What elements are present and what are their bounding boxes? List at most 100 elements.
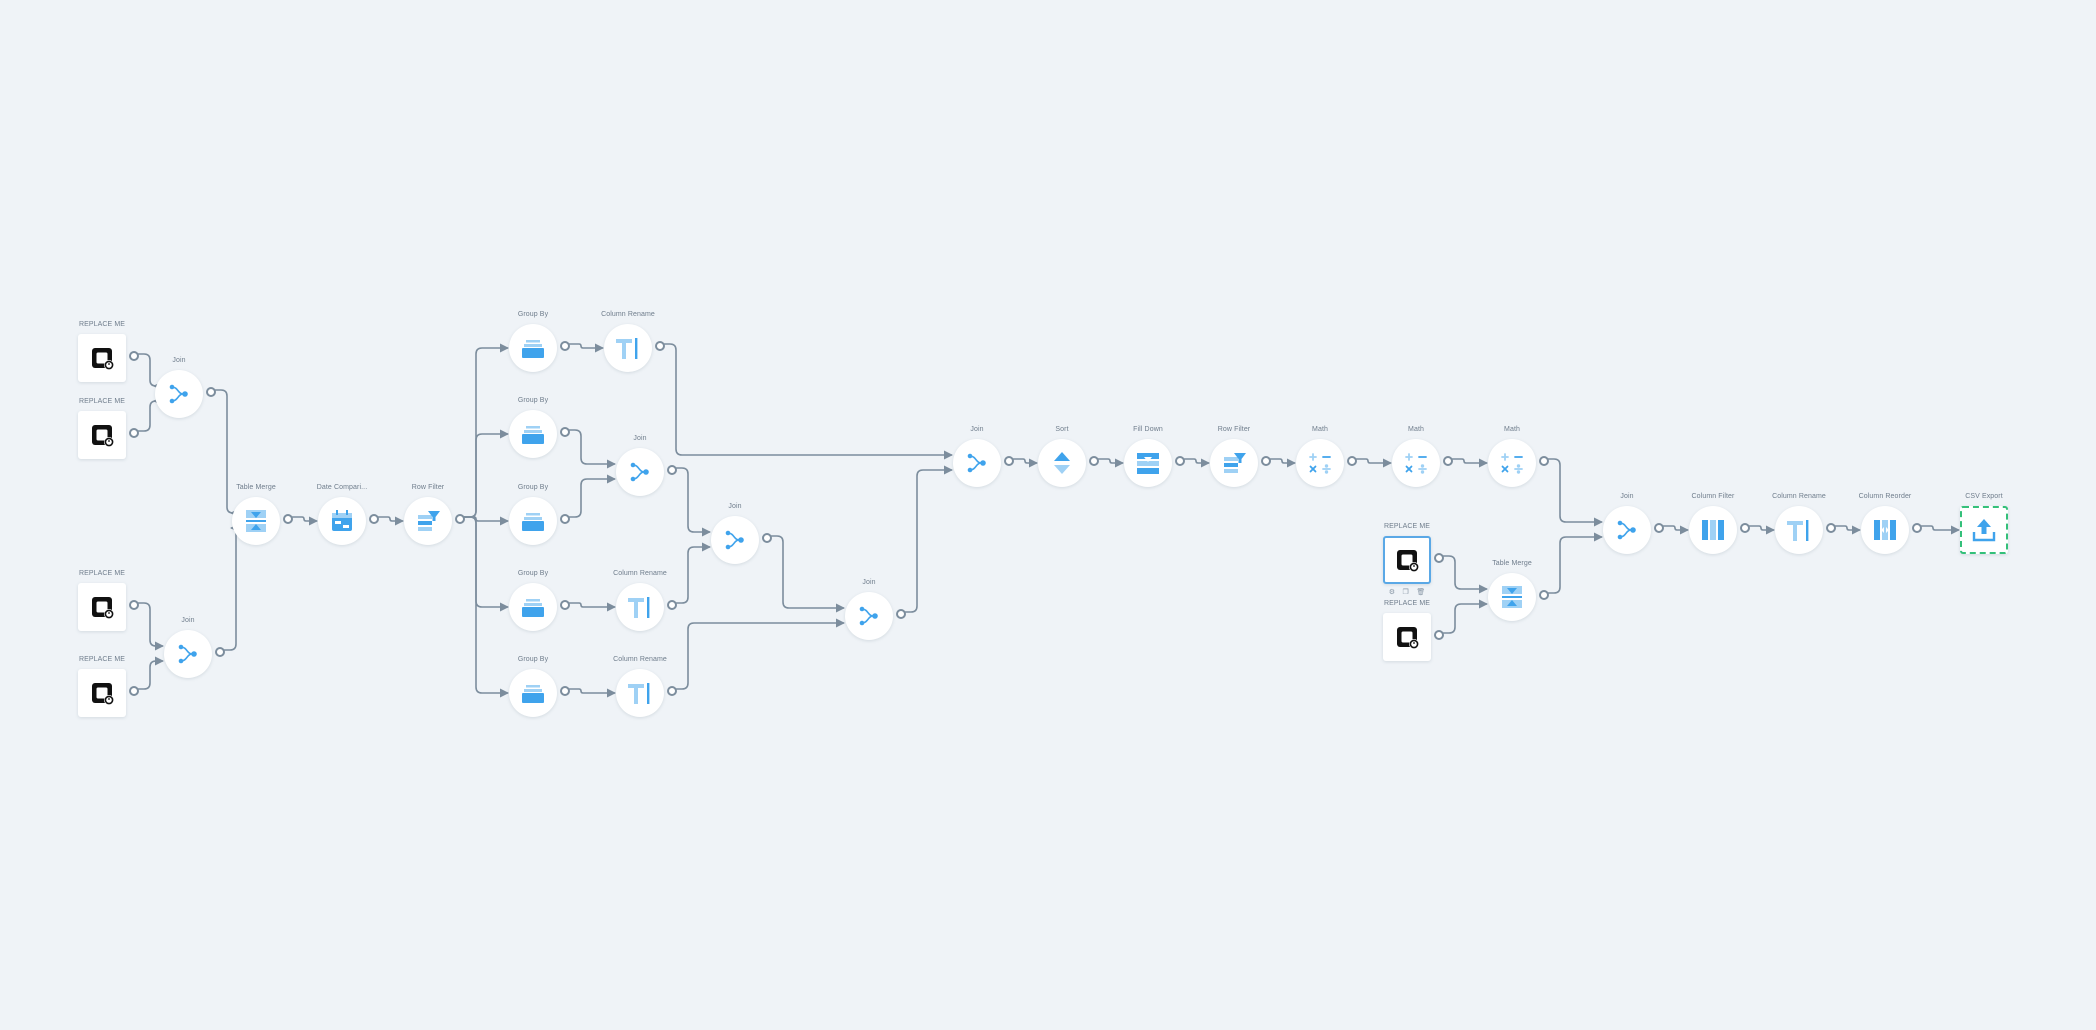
edge-n32-n33[interactable] bbox=[1749, 525, 1775, 535]
output-port[interactable] bbox=[206, 387, 216, 397]
node-math[interactable]: Math bbox=[1392, 426, 1453, 487]
edge-n22-n23[interactable] bbox=[1098, 458, 1124, 468]
edge-n12-n14[interactable] bbox=[569, 429, 616, 469]
output-port[interactable] bbox=[1004, 456, 1014, 466]
output-port[interactable] bbox=[667, 465, 677, 475]
node-group-by[interactable]: Group By bbox=[509, 397, 570, 458]
edge-n25-n26[interactable] bbox=[1356, 458, 1392, 468]
edge-n11-n21[interactable] bbox=[664, 343, 953, 460]
node-replace-me[interactable]: REPLACE ME bbox=[78, 398, 139, 459]
edge-n6-n7[interactable] bbox=[224, 523, 243, 651]
node-row-filter[interactable]: Row Filter bbox=[1210, 426, 1271, 487]
node-fill-down[interactable]: Fill Down bbox=[1124, 426, 1185, 487]
node-row-filter[interactable]: Row Filter bbox=[404, 484, 465, 545]
node-group-by[interactable]: Group By bbox=[509, 570, 570, 631]
node-column-filter[interactable]: Column Filter bbox=[1689, 493, 1750, 554]
edge-n28-n30[interactable] bbox=[1443, 555, 1488, 594]
edge-n8-n9[interactable] bbox=[378, 516, 404, 526]
node-join[interactable]: Join bbox=[711, 503, 772, 564]
edge-n33-n34[interactable] bbox=[1835, 525, 1861, 535]
node-body[interactable] bbox=[711, 516, 759, 564]
edge-n10-n11[interactable] bbox=[569, 343, 604, 353]
edge-n9-n10[interactable] bbox=[464, 343, 509, 518]
output-port[interactable] bbox=[560, 514, 570, 524]
output-port[interactable] bbox=[1443, 456, 1453, 466]
output-port[interactable] bbox=[655, 341, 665, 351]
node-body[interactable] bbox=[1038, 439, 1086, 487]
output-port[interactable] bbox=[667, 686, 677, 696]
node-body[interactable] bbox=[604, 324, 652, 372]
edge-n29-n30[interactable] bbox=[1443, 599, 1488, 634]
output-port[interactable] bbox=[129, 428, 139, 438]
trash-icon[interactable]: 🗑 bbox=[1416, 589, 1426, 596]
node-column-reorder[interactable]: Column Reorder bbox=[1859, 493, 1922, 554]
node-body[interactable] bbox=[953, 439, 1001, 487]
node-replace-me[interactable]: REPLACE ME bbox=[78, 570, 139, 631]
edge-n16-n17[interactable] bbox=[676, 542, 711, 604]
output-port[interactable] bbox=[1434, 553, 1444, 563]
node-body[interactable] bbox=[1960, 506, 2008, 554]
node-join[interactable]: Join bbox=[845, 579, 906, 640]
output-port[interactable] bbox=[896, 609, 906, 619]
node-table-merge[interactable]: Table Merge bbox=[1488, 560, 1549, 621]
node-body[interactable] bbox=[616, 583, 664, 631]
node-join[interactable]: Join bbox=[616, 435, 677, 496]
node-replace-me[interactable]: REPLACE ME⚙❐🗑 bbox=[1383, 523, 1444, 596]
node-table-merge[interactable]: Table Merge bbox=[232, 484, 293, 545]
node-join[interactable]: Join bbox=[953, 426, 1014, 487]
node-group-by[interactable]: Group By bbox=[509, 656, 570, 717]
output-port[interactable] bbox=[1539, 456, 1549, 466]
node-replace-me[interactable]: REPLACE ME bbox=[78, 321, 139, 382]
node-join[interactable]: Join bbox=[1603, 493, 1664, 554]
node-body[interactable] bbox=[1296, 439, 1344, 487]
output-port[interactable] bbox=[369, 514, 379, 524]
edge-n18-n19[interactable] bbox=[569, 688, 616, 698]
output-port[interactable] bbox=[560, 686, 570, 696]
output-port[interactable] bbox=[1347, 456, 1357, 466]
output-port[interactable] bbox=[560, 427, 570, 437]
output-port[interactable] bbox=[283, 514, 293, 524]
edge-n27-n31[interactable] bbox=[1548, 458, 1603, 527]
edge-n5-n6[interactable] bbox=[138, 656, 164, 690]
edge-n1-n3[interactable] bbox=[138, 353, 162, 391]
edge-n4-n6[interactable] bbox=[138, 602, 164, 651]
node-join[interactable]: Join bbox=[155, 357, 216, 418]
output-port[interactable] bbox=[1175, 456, 1185, 466]
edge-n7-n8[interactable] bbox=[292, 516, 318, 526]
node-column-rename[interactable]: Column Rename bbox=[613, 656, 677, 717]
node-body[interactable] bbox=[1488, 439, 1536, 487]
node-column-rename[interactable]: Column Rename bbox=[601, 311, 665, 372]
edge-n26-n27[interactable] bbox=[1452, 458, 1488, 468]
output-port[interactable] bbox=[455, 514, 465, 524]
output-port[interactable] bbox=[1434, 630, 1444, 640]
edge-n2-n3[interactable] bbox=[138, 396, 162, 432]
edge-n24-n25[interactable] bbox=[1270, 458, 1296, 468]
node-body[interactable] bbox=[845, 592, 893, 640]
node-body[interactable] bbox=[616, 448, 664, 496]
output-port[interactable] bbox=[1261, 456, 1271, 466]
edge-n9-n15[interactable] bbox=[464, 516, 509, 612]
gear-icon[interactable]: ⚙ bbox=[1388, 589, 1396, 596]
node-body[interactable] bbox=[164, 630, 212, 678]
node-math[interactable]: Math bbox=[1296, 426, 1357, 487]
edge-n13-n14[interactable] bbox=[569, 474, 616, 518]
output-port[interactable] bbox=[1539, 590, 1549, 600]
node-body[interactable] bbox=[1392, 439, 1440, 487]
output-port[interactable] bbox=[560, 341, 570, 351]
output-port[interactable] bbox=[1912, 523, 1922, 533]
copy-icon[interactable]: ❐ bbox=[1402, 589, 1409, 596]
output-port[interactable] bbox=[1089, 456, 1099, 466]
output-port[interactable] bbox=[129, 600, 139, 610]
edge-n34-n35[interactable] bbox=[1921, 525, 1960, 535]
node-column-rename[interactable]: Column Rename bbox=[1772, 493, 1836, 554]
edge-n9-n13[interactable] bbox=[464, 516, 509, 526]
output-port[interactable] bbox=[1740, 523, 1750, 533]
node-replace-me[interactable]: REPLACE ME bbox=[1383, 600, 1444, 661]
output-port[interactable] bbox=[1654, 523, 1664, 533]
edge-n15-n16[interactable] bbox=[569, 602, 616, 612]
node-group-by[interactable]: Group By bbox=[509, 311, 570, 372]
output-port[interactable] bbox=[560, 600, 570, 610]
node-sort[interactable]: Sort bbox=[1038, 426, 1099, 487]
output-port[interactable] bbox=[1826, 523, 1836, 533]
edge-n21-n22[interactable] bbox=[1013, 458, 1038, 468]
